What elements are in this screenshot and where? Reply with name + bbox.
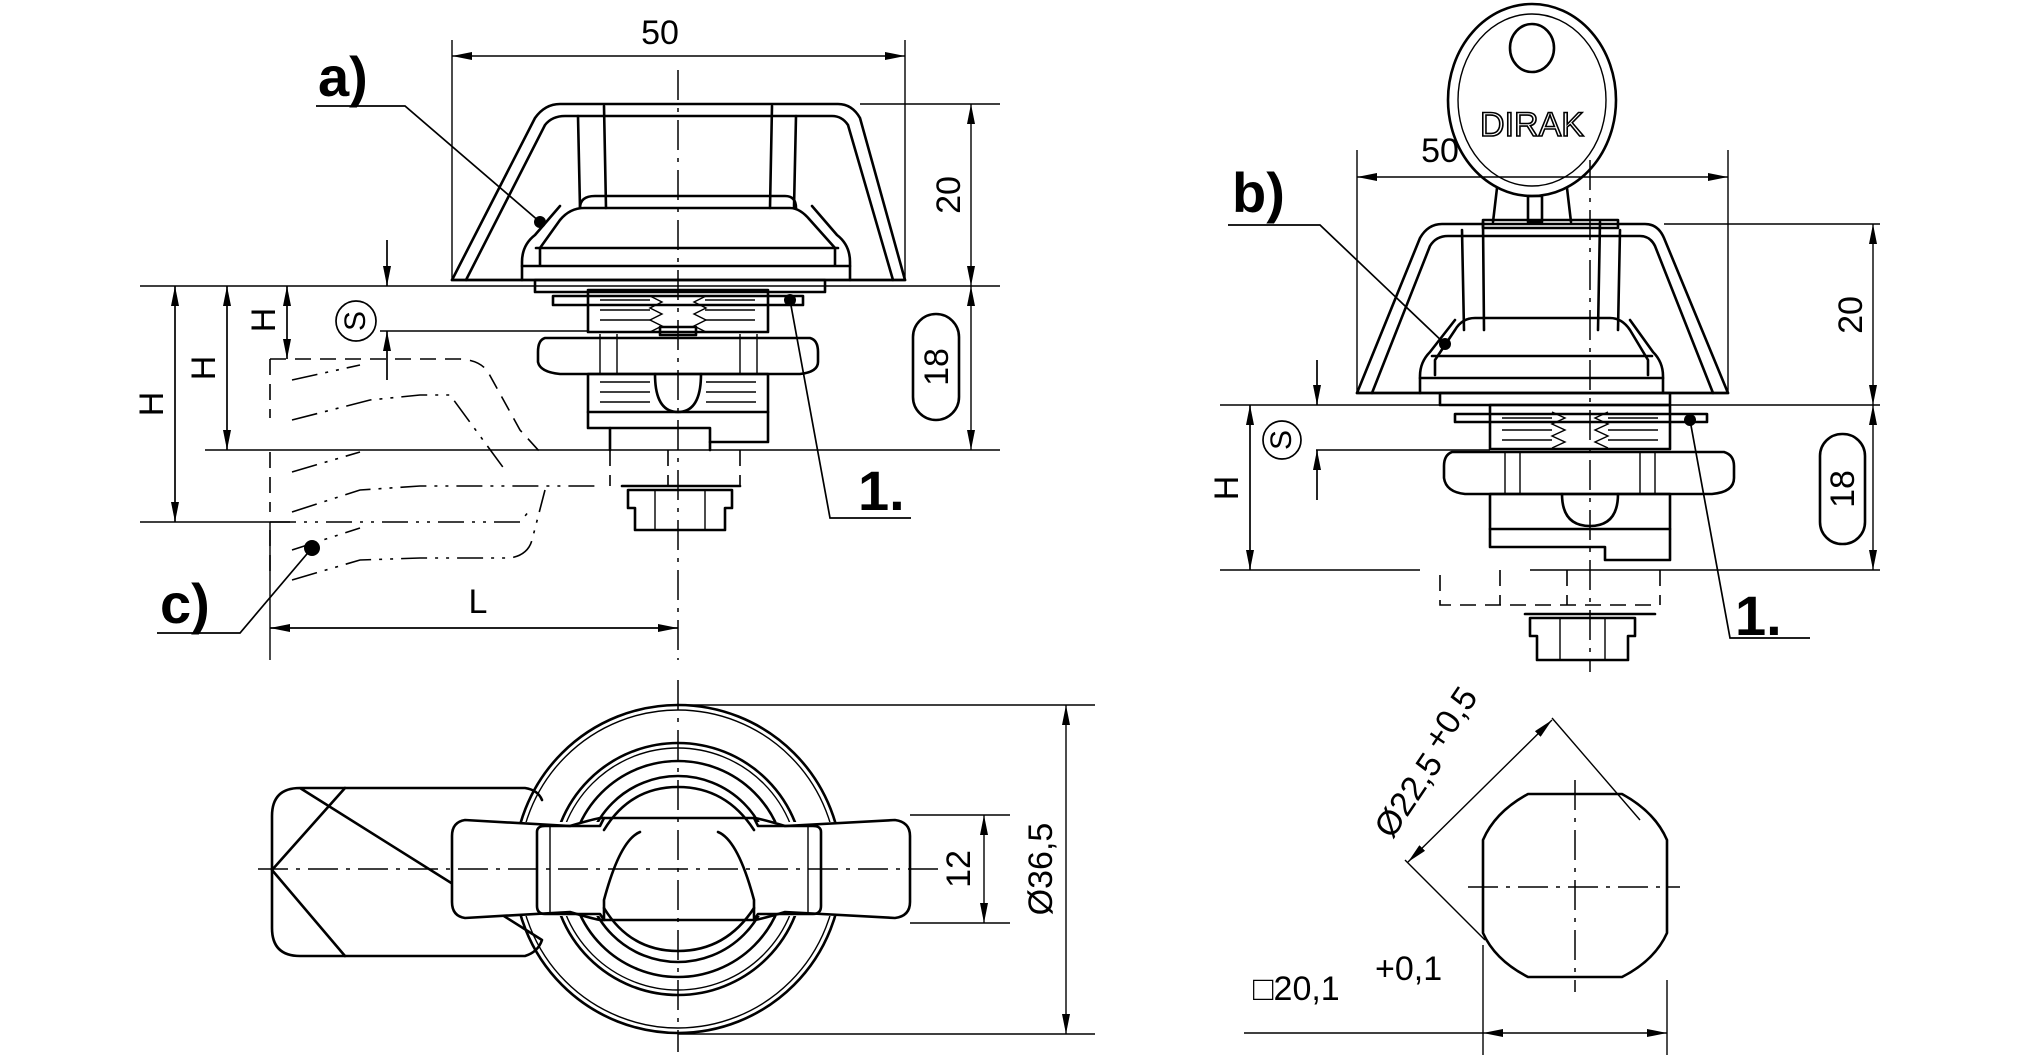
right-side-view: DIRAK [1208,2,1880,672]
dim-width-b: 50 [1421,132,1459,170]
key-icon: DIRAK [1446,2,1618,224]
thickness-symbol-a: S [339,311,372,331]
dim-cutout-diameter: Ø22,5 [1367,746,1450,844]
dim-handle-height-b: 20 [1832,296,1870,334]
left-side-view: a) c) 1. 50 20 18 S H H H L [133,14,1000,660]
dim-ring-diameter: Ø36,5 [1022,823,1060,916]
callout-c: c) [160,572,210,635]
height-label-1: H [133,392,171,417]
cam-positions-c [269,358,741,581]
dim-handle-height-a: 20 [930,176,968,214]
dim-18-frame-a [911,312,961,422]
dim-body-length-a: 18 [918,348,956,386]
callout-a: a) [318,45,368,108]
dim-18-frame-b [1818,432,1867,546]
panel-cutout-view: Ø22,5 +0,5 □20,1 +0,1 [1244,680,1680,1055]
cam-length-label: L [469,583,488,621]
dim-body-length-b: 18 [1824,470,1862,508]
height-label-2: H [185,356,223,381]
lock-body-b [1439,403,1736,662]
dim-cutout-square-tol: +0,1 [1375,950,1442,988]
dim-bar-width: 12 [940,850,978,888]
height-label-3: H [245,308,283,333]
dim-cutout-square: □20,1 [1253,970,1340,1008]
callout-part1-left: 1. [858,459,905,522]
handle-b [1355,218,1730,407]
callout-b: b) [1232,161,1285,224]
dim-cutout-diameter-tol: +0,5 [1416,680,1485,757]
top-view: 12 Ø36,5 [258,680,1095,1052]
thickness-symbol-frame-b [1262,420,1302,460]
key-brand: DIRAK [1480,106,1584,144]
callout-part1-right: 1. [1735,584,1782,647]
thickness-symbol-b: S [1265,430,1298,450]
dim-width-a: 50 [641,14,679,52]
height-label-b: H [1208,476,1246,501]
thickness-symbol-frame-a [335,300,377,342]
